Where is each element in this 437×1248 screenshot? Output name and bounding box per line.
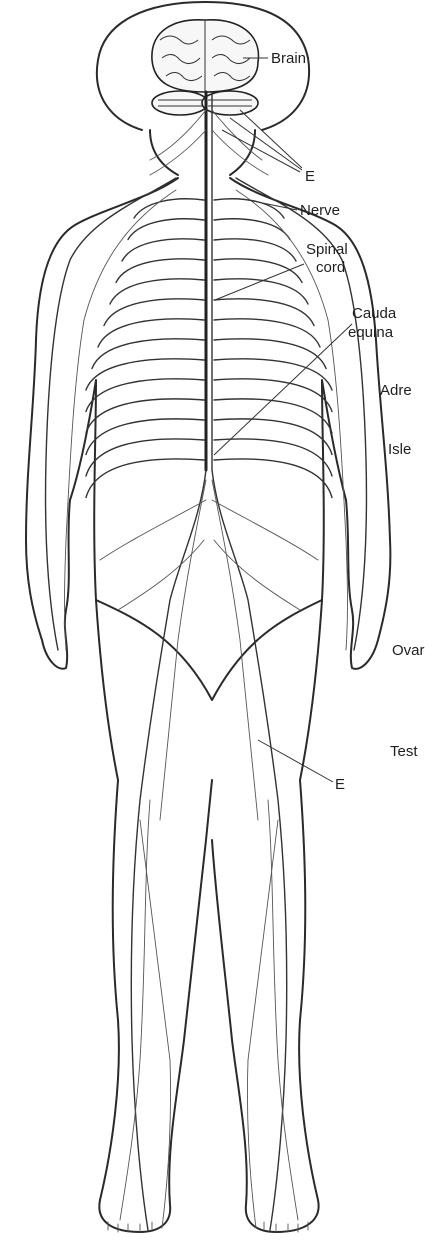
label-testes: Test <box>390 743 418 760</box>
label-peripheral-nerves: E <box>335 776 345 793</box>
intercostal-nerve-right <box>214 459 332 498</box>
label-spinal-line1: Spinal <box>306 241 348 258</box>
label-islets: Isle <box>388 441 411 458</box>
label-brain: Brain <box>271 50 306 67</box>
intercostal-nerve-right <box>214 319 320 347</box>
intercostal-nerve-right <box>214 379 332 412</box>
intercostal-nerve-left <box>122 239 204 261</box>
intercostal-nerve-left <box>86 459 204 498</box>
intercostal-nerve-left <box>104 299 204 326</box>
intercostal-nerve-left <box>128 219 204 240</box>
intercostal-nerve-right <box>214 219 290 240</box>
labels: Brain E Nerve Spinal cord Cauda equina A… <box>271 50 425 793</box>
label-spinal-line2: cord <box>316 259 345 276</box>
intercostal-nerve-right <box>214 359 332 390</box>
body-outline <box>26 2 390 1232</box>
intercostal-nerve-right <box>214 199 284 218</box>
label-cranial-nerves: E <box>305 168 315 185</box>
intercostal-nerve-right <box>214 439 332 476</box>
intercostal-nerve-left <box>86 419 204 455</box>
intercostal-nerve-right <box>214 399 332 433</box>
intercostal-nerves <box>86 199 332 498</box>
intercostal-nerve-right <box>214 239 296 261</box>
intercostal-nerve-left <box>86 399 204 433</box>
spinal-cord-graphic <box>206 92 212 470</box>
label-leaders <box>214 58 352 782</box>
intercostal-nerve-right <box>214 419 332 455</box>
label-cauda-line1: Cauda <box>352 305 397 322</box>
label-nerve: Nerve <box>300 202 340 219</box>
label-adrenal: Adre <box>380 382 412 399</box>
intercostal-nerve-left <box>86 439 204 476</box>
intercostal-nerve-left <box>92 339 204 369</box>
intercostal-nerve-right <box>214 299 314 326</box>
intercostal-nerve-left <box>86 359 204 390</box>
intercostal-nerve-left <box>98 319 204 347</box>
label-ovary: Ovar <box>392 642 425 659</box>
intercostal-nerve-left <box>86 379 204 412</box>
label-cauda-line2: equina <box>348 324 394 341</box>
